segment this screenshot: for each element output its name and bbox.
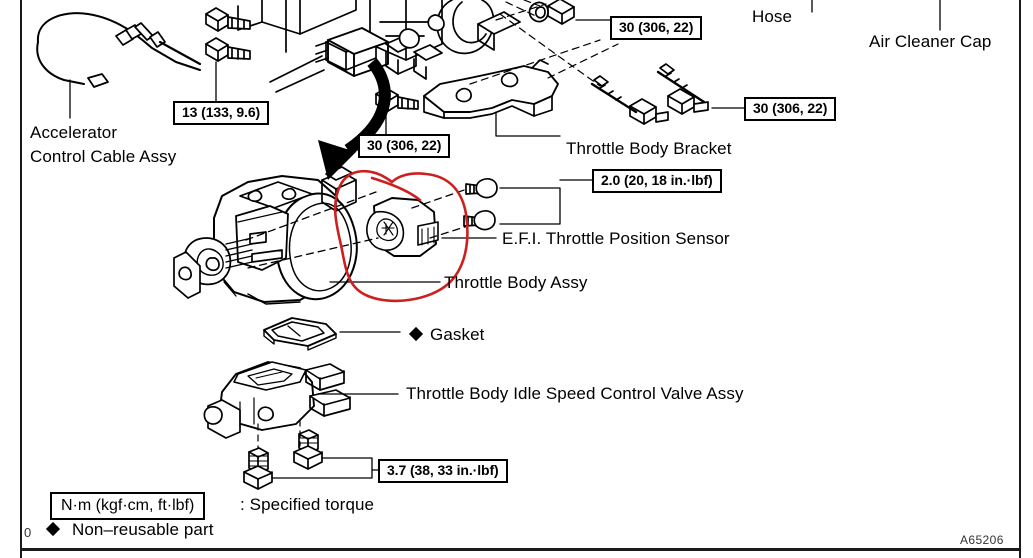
torque-callout-30-top-right: 30 (306, 22) bbox=[610, 16, 703, 40]
torque-callout-30-mid-right: 30 (306, 22) bbox=[744, 97, 837, 121]
label-efi-throttle-position-sensor: E.F.I. Throttle Position Sensor bbox=[502, 229, 730, 248]
figure-reference-code: A65206 bbox=[960, 533, 1004, 547]
label-idle-speed-control-valve: Throttle Body Idle Speed Control Valve A… bbox=[406, 384, 744, 403]
torque-callout-30-center: 30 (306, 22) bbox=[358, 134, 451, 158]
torque-callout-13: 13 (133, 9.6) bbox=[173, 101, 270, 125]
label-accelerator-cable-line2: Control Cable Assy bbox=[30, 147, 177, 166]
legend-nonreusable-text: Non–reusable part bbox=[72, 520, 214, 539]
nonreusable-diamond-legend bbox=[45, 521, 61, 537]
page-border-bottom bbox=[20, 548, 1021, 551]
torque-callout-2-0: 2.0 (20, 18 in.·lbf) bbox=[592, 169, 722, 193]
page-border-right bbox=[1019, 0, 1021, 558]
page-border-left bbox=[20, 0, 22, 558]
label-throttle-body-bracket: Throttle Body Bracket bbox=[566, 139, 732, 158]
label-gasket: Gasket bbox=[430, 325, 485, 344]
page-number-mark: 0 bbox=[24, 525, 32, 540]
nonreusable-diamond-gasket bbox=[408, 326, 424, 342]
legend-unit-meaning: : Specified torque bbox=[240, 495, 375, 514]
label-throttle-body-assy: Throttle Body Assy bbox=[444, 273, 588, 292]
label-hose: Hose bbox=[752, 7, 793, 26]
legend-unit-box: N·m (kgf·cm, ft·lbf) bbox=[50, 492, 206, 520]
label-accelerator-cable-line1: Accelerator bbox=[30, 123, 118, 142]
label-air-cleaner-cap: Air Cleaner Cap bbox=[869, 32, 992, 51]
torque-callout-3-7: 3.7 (38, 33 in.·lbf) bbox=[378, 459, 508, 483]
